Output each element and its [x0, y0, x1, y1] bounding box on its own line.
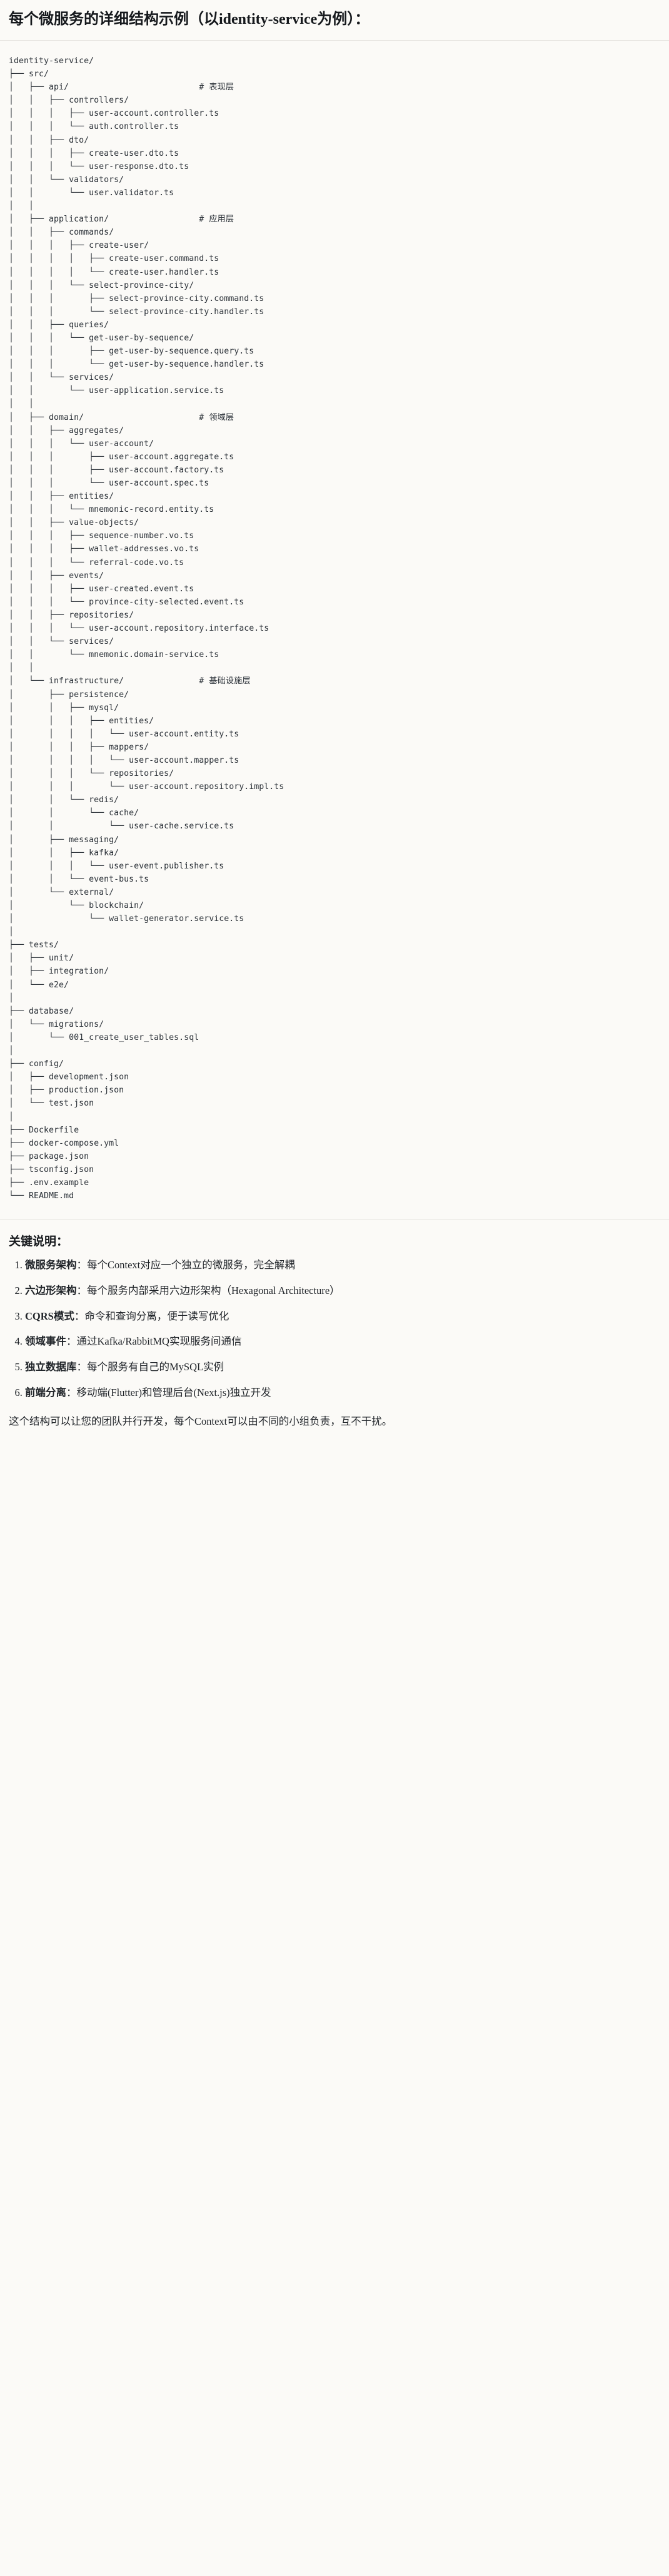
note-term: 独立数据库	[25, 1361, 77, 1373]
key-notes-section: 关键说明： 微服务架构：每个Context对应一个独立的微服务，完全解耦 六边形…	[0, 1219, 669, 1443]
list-item: 领域事件：通过Kafka/RabbitMQ实现服务间通信	[25, 1334, 660, 1350]
key-notes-heading: 关键说明：	[9, 1235, 69, 1249]
list-item: 六边形架构：每个服务内部采用六边形架构（Hexagonal Architectu…	[25, 1283, 660, 1299]
note-term: 微服务架构	[25, 1259, 77, 1271]
note-desc: 通过Kafka/RabbitMQ实现服务间通信	[76, 1335, 242, 1348]
key-notes-list: 微服务架构：每个Context对应一个独立的微服务，完全解耦 六边形架构：每个服…	[9, 1258, 660, 1401]
note-term: CQRS模式	[25, 1310, 74, 1322]
directory-tree-section: identity-service/ ├── src/ │ ├── api/ # …	[0, 41, 669, 1220]
directory-tree: identity-service/ ├── src/ │ ├── api/ # …	[9, 56, 284, 1201]
note-sep: ：	[74, 1310, 85, 1322]
note-desc: 移动端(Flutter)和管理后台(Next.js)独立开发	[76, 1386, 271, 1398]
list-item: 独立数据库：每个服务有自己的MySQL实例	[25, 1360, 660, 1375]
list-item: 前端分离：移动端(Flutter)和管理后台(Next.js)独立开发	[25, 1385, 660, 1401]
note-sep: ：	[66, 1335, 77, 1348]
note-desc: 每个服务有自己的MySQL实例	[87, 1361, 224, 1373]
note-desc: 每个Context对应一个独立的微服务，完全解耦	[87, 1259, 295, 1271]
list-item: 微服务架构：每个Context对应一个独立的微服务，完全解耦	[25, 1258, 660, 1273]
page-title: 每个微服务的详细结构示例（以identity-service为例）：	[9, 11, 370, 28]
note-sep: ：	[76, 1361, 88, 1373]
note-term: 领域事件	[25, 1335, 66, 1348]
note-sep: ：	[76, 1259, 88, 1271]
note-desc: 命令和查询分离，便于读写优化	[84, 1310, 229, 1322]
note-desc: 每个服务内部采用六边形架构（Hexagonal Architecture）	[87, 1284, 340, 1296]
page-root: 每个微服务的详细结构示例（以identity-service为例）： ident…	[0, 0, 669, 1443]
closing-paragraph: 这个结构可以让您的团队并行开发，每个Context可以由不同的小组负责，互不干扰…	[9, 1415, 393, 1427]
note-term: 六边形架构	[25, 1284, 77, 1296]
note-term: 前端分离	[25, 1386, 66, 1398]
note-sep: ：	[66, 1386, 77, 1398]
note-sep: ：	[76, 1284, 88, 1296]
list-item: CQRS模式：命令和查询分离，便于读写优化	[25, 1309, 660, 1325]
title-section: 每个微服务的详细结构示例（以identity-service为例）：	[0, 0, 669, 41]
